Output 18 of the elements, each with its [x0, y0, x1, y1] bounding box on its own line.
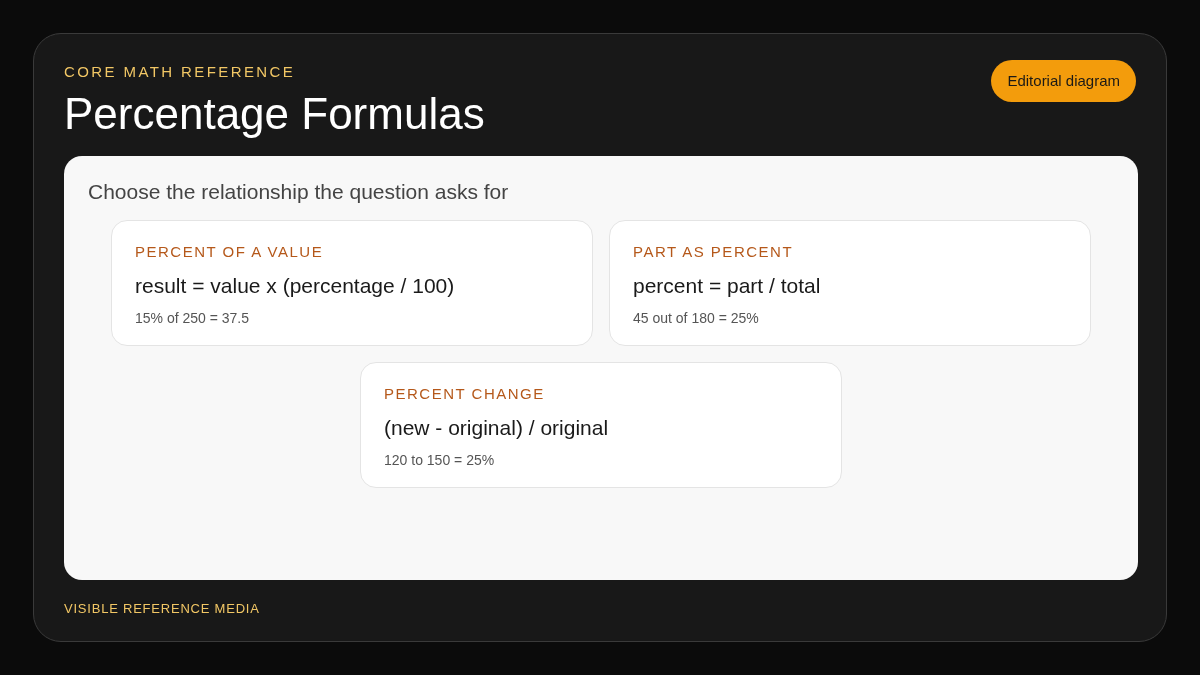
formula-card — [111, 220, 593, 346]
content-panel — [64, 156, 1138, 580]
formula-text: result = value x (percentage / 100) — [135, 273, 455, 299]
card-heading: PERCENT OF A VALUE — [135, 242, 324, 262]
example-text: 45 out of 180 = 25% — [633, 309, 759, 328]
panel-heading: Choose the relationship the question asks for — [88, 179, 509, 205]
tag-badge: Editorial diagram — [991, 60, 1136, 102]
kicker-text: CORE MATH REFERENCE — [64, 62, 296, 82]
card-heading: PERCENT CHANGE — [384, 384, 545, 404]
example-text: 15% of 250 = 37.5 — [135, 309, 250, 328]
example-text: 120 to 150 = 25% — [384, 451, 495, 470]
footer-text: VISIBLE REFERENCE MEDIA — [64, 600, 260, 618]
formula-text: (new - original) / original — [384, 415, 609, 441]
formula-card — [360, 362, 842, 488]
formula-text: percent = part / total — [633, 273, 821, 299]
title: Percentage Formulas — [64, 88, 485, 140]
card-heading: PART AS PERCENT — [633, 242, 794, 262]
formula-card — [609, 220, 1091, 346]
